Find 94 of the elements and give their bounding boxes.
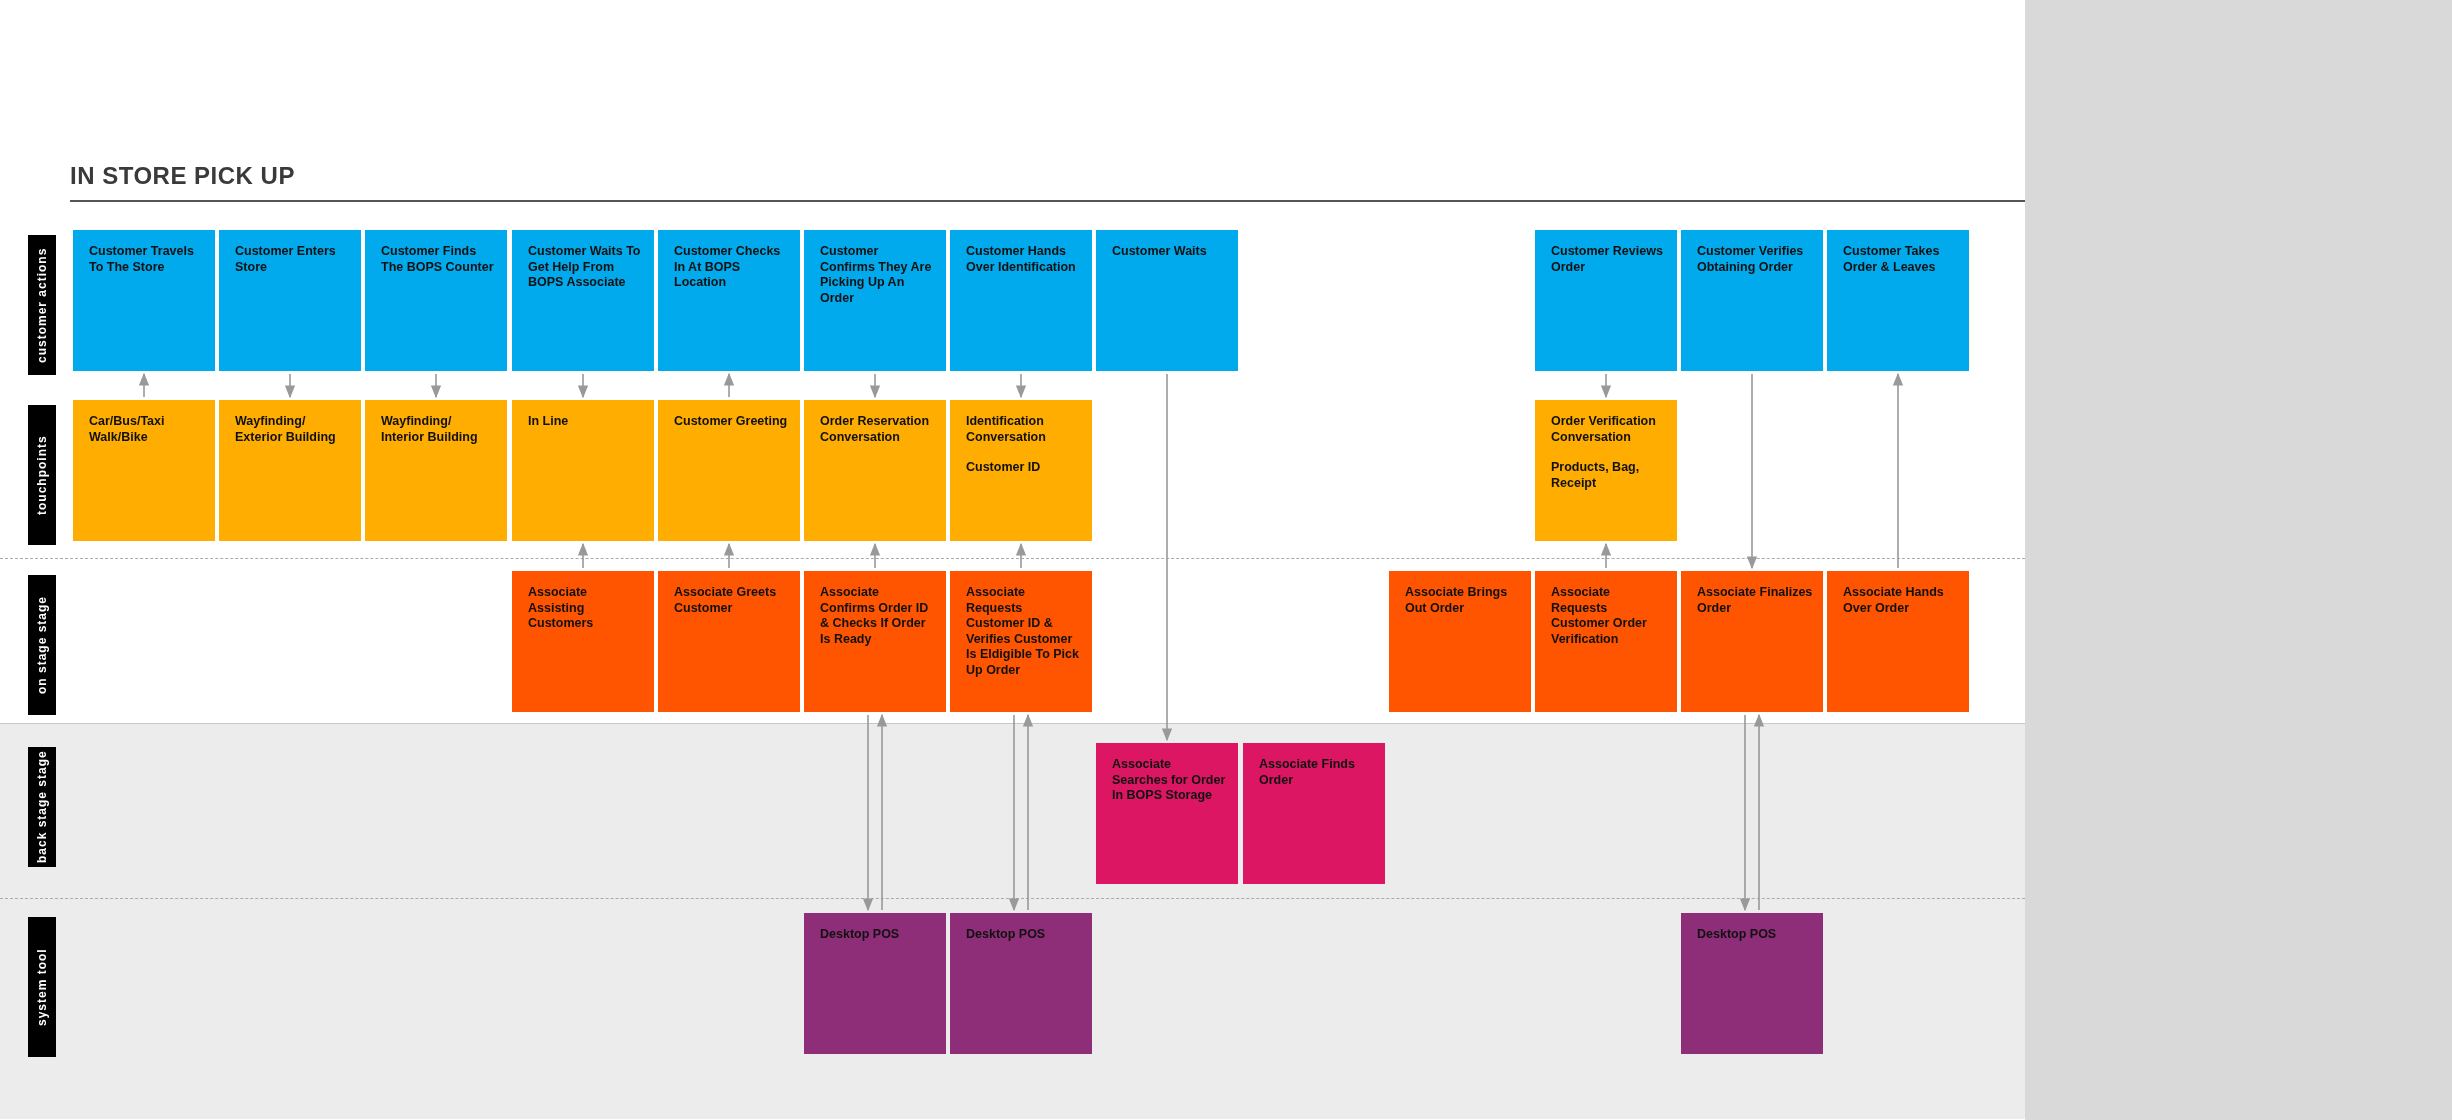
card-text: Associate Brings Out Order	[1405, 585, 1509, 616]
arrow	[1746, 373, 1758, 570]
arrow	[1753, 713, 1765, 911]
card-text: Associate Finalizes Order	[1697, 585, 1813, 616]
arrow	[577, 373, 589, 399]
arrow	[284, 373, 296, 399]
card-text: Associate Greets Customer	[674, 585, 778, 616]
arrow	[876, 713, 888, 911]
arrow	[723, 372, 735, 398]
lane-label: back stage stage	[28, 747, 56, 867]
lane-label: customer actions	[28, 235, 56, 375]
onstage-action-card	[1535, 571, 1677, 712]
card-text: Associate Confirms Order ID & Checks If Order Is Ready	[820, 585, 930, 647]
arrow	[862, 714, 874, 912]
card-text: Customer Travels To The Store	[89, 244, 195, 275]
card-text: Associate Finds Order	[1259, 757, 1356, 788]
card-text: Customer Enters Store	[235, 244, 337, 275]
lane-label: touchpoints	[28, 405, 56, 545]
arrow	[577, 542, 589, 569]
onstage-action-card	[1827, 571, 1969, 712]
customer-action-card	[512, 230, 654, 371]
onstage-action-card	[950, 571, 1092, 712]
card-text: Customer Reviews Order	[1551, 244, 1664, 275]
card-text: Associate Hands Over Order	[1843, 585, 1945, 616]
card-text: Order Reservation Conversation	[820, 414, 931, 445]
onstage-action-card	[658, 571, 800, 712]
card-text: In Line	[528, 414, 570, 430]
card-text: Customer Greeting	[674, 414, 789, 430]
system-tool-card	[804, 913, 946, 1054]
card-text: Customer Waits	[1112, 244, 1208, 260]
customer-action-card	[73, 230, 215, 371]
touchpoint-card	[950, 400, 1092, 541]
customer-action-card	[1096, 230, 1238, 371]
onstage-action-card	[512, 571, 654, 712]
card-text: Customer Hands Over Identification	[966, 244, 1077, 275]
card-text: Order Verification Conversation	[1551, 414, 1657, 445]
customer-action-card	[950, 230, 1092, 371]
diagram-title: IN STORE PICK UP	[70, 162, 295, 190]
arrow	[1015, 373, 1027, 399]
customer-action-card	[804, 230, 946, 371]
arrow	[1022, 713, 1034, 911]
customer-action-card	[365, 230, 507, 371]
arrow	[1892, 372, 1904, 569]
card-text: Customer Checks In At BOPS Location	[674, 244, 782, 291]
arrow	[1161, 373, 1173, 742]
card-text: Wayfinding/ Exterior Building	[235, 414, 337, 445]
lane-label: system tool	[28, 917, 56, 1057]
system-tool-card	[1681, 913, 1823, 1054]
onstage-action-card	[1389, 571, 1531, 712]
card-text: Customer Waits To Get Help From BOPS Associate	[528, 244, 642, 291]
system-tool-card	[950, 913, 1092, 1054]
customer-action-card	[1535, 230, 1677, 371]
arrow	[1600, 542, 1612, 569]
card-text: Desktop POS	[1697, 927, 1778, 943]
card-text: Desktop POS	[820, 927, 901, 943]
touchpoint-card	[365, 400, 507, 541]
card-text: Associate Searches for Order In BOPS Storage	[1112, 757, 1227, 804]
arrow	[1008, 714, 1020, 912]
card-text: Customer Verifies Obtaining Order	[1697, 244, 1805, 275]
customer-action-card	[1681, 230, 1823, 371]
card-text: Associate Requests Customer Order Verification	[1551, 585, 1648, 647]
card-text: Associate Requests Customer ID & Verifies Customer Is Eldigible To Pick Up Order	[966, 585, 1080, 678]
backstage-action-card	[1096, 743, 1238, 884]
arrow	[1015, 542, 1027, 569]
card-text: Products, Bag, Receipt	[1551, 460, 1641, 491]
onstage-action-card	[804, 571, 946, 712]
customer-action-card	[219, 230, 361, 371]
onstage-action-card	[1681, 571, 1823, 712]
card-text: Customer Finds The BOPS Counter	[381, 244, 495, 275]
arrow	[869, 373, 881, 399]
arrow	[869, 542, 881, 569]
card-text: Identification Conversation	[966, 414, 1047, 445]
touchpoint-card	[512, 400, 654, 541]
arrow	[138, 372, 150, 398]
card-text: Customer ID	[966, 460, 1042, 476]
arrow	[1739, 714, 1751, 912]
touchpoint-card	[219, 400, 361, 541]
arrow	[1600, 373, 1612, 399]
customer-action-card	[658, 230, 800, 371]
card-text: Desktop POS	[966, 927, 1047, 943]
card-text: Customer Takes Order & Leaves	[1843, 244, 1941, 275]
touchpoint-card	[658, 400, 800, 541]
customer-action-card	[1827, 230, 1969, 371]
card-text: Associate Assisting Customers	[528, 585, 595, 632]
card-text: Car/Bus/Taxi Walk/Bike	[89, 414, 166, 445]
touchpoint-card	[1535, 400, 1677, 541]
lane-label: on stage stage	[28, 575, 56, 715]
touchpoint-card	[804, 400, 946, 541]
touchpoint-card	[73, 400, 215, 541]
backstage-action-card	[1243, 743, 1385, 884]
card-text: Wayfinding/ Interior Building	[381, 414, 479, 445]
card-text: Customer Confirms They Are Picking Up An Order	[820, 244, 933, 306]
arrow	[430, 373, 442, 399]
arrow	[723, 542, 735, 569]
